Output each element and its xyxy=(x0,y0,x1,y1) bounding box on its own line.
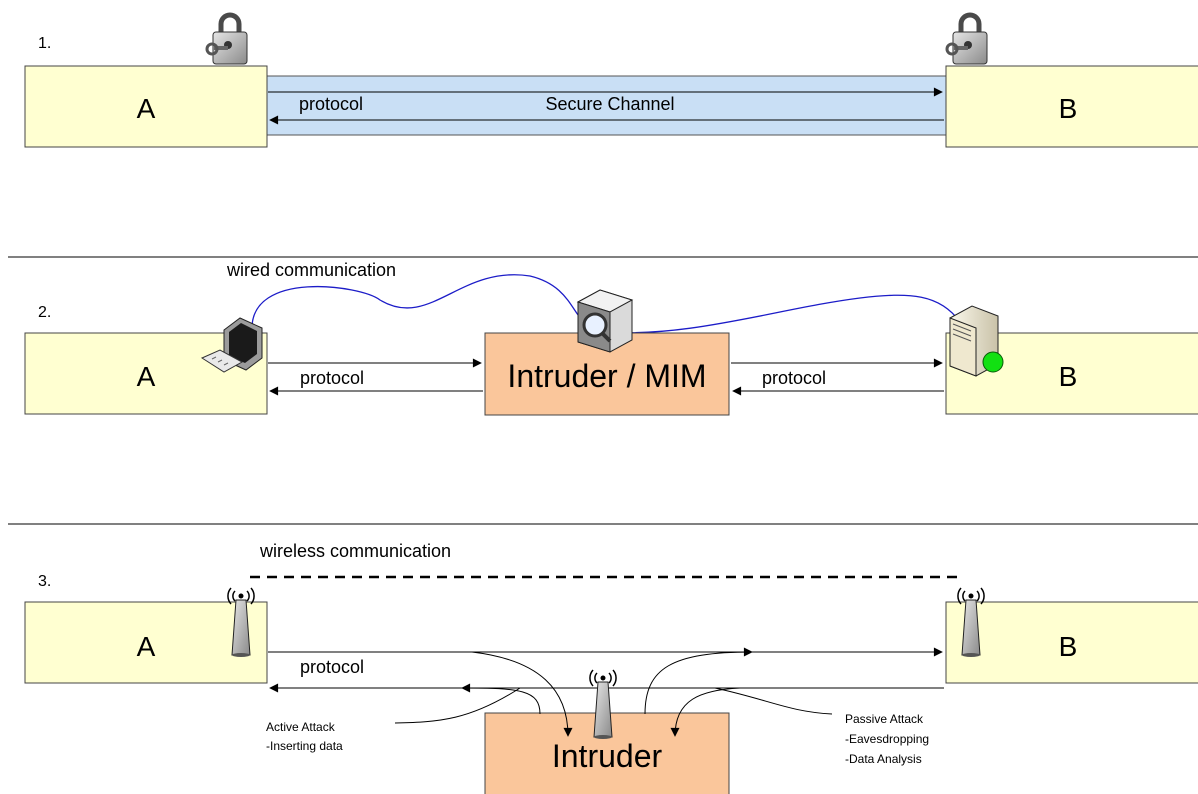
intercept-arrow-from-b xyxy=(670,687,741,737)
passive-attack-title: Passive Attack xyxy=(845,712,924,726)
node-a-label: A xyxy=(137,93,156,124)
protocol-label: protocol xyxy=(299,94,363,114)
node-b xyxy=(945,601,1198,684)
active-attack-callout xyxy=(394,687,521,724)
active-attack-title: Active Attack xyxy=(266,720,336,734)
passive-attack-callout xyxy=(714,687,833,715)
scenario-2-number: 2. xyxy=(38,304,51,321)
workstation-icon xyxy=(200,317,263,373)
secure-channel-label: Secure Channel xyxy=(545,94,674,114)
protocol-label: protocol xyxy=(300,657,364,677)
intruder-label: Intruder xyxy=(552,738,663,774)
node-a-label: A xyxy=(137,361,156,392)
node-b-label: B xyxy=(1059,93,1078,124)
wired-cable xyxy=(251,274,961,334)
server-icon xyxy=(949,305,1004,377)
padlock-icon xyxy=(947,15,987,64)
intercept-arrow-from-a xyxy=(471,651,573,737)
secure-channel-band xyxy=(265,75,947,136)
inject-arrow-to-b xyxy=(644,647,753,715)
node-b xyxy=(945,65,1198,148)
passive-attack-detail-1: -Eavesdropping xyxy=(845,732,929,746)
intruder-mim-label: Intruder / MIM xyxy=(507,358,706,394)
protocol-label-right: protocol xyxy=(762,368,826,388)
scenario-1-number: 1. xyxy=(38,35,51,52)
scenario-1: 1. A B protocol Secure Channel xyxy=(24,15,1198,148)
scenario-2: 2. wired communication A B Intruder / MI… xyxy=(24,260,1198,416)
network-sniffer-icon xyxy=(576,289,634,353)
node-b-label: B xyxy=(1059,361,1078,392)
node-a xyxy=(24,65,268,148)
passive-attack-detail-2: -Data Analysis xyxy=(845,752,922,766)
padlock-icon xyxy=(207,15,247,64)
protocol-label-left: protocol xyxy=(300,368,364,388)
node-a xyxy=(24,601,268,684)
inject-arrow-to-a xyxy=(461,683,541,715)
node-a-label: A xyxy=(137,631,156,662)
active-attack-detail: -Inserting data xyxy=(266,739,343,753)
wired-communication-label: wired communication xyxy=(226,260,396,280)
scenario-3: 3. wireless communication A B Intruder p… xyxy=(24,541,1198,794)
wireless-communication-label: wireless communication xyxy=(259,541,451,561)
node-b-label: B xyxy=(1059,631,1078,662)
scenario-3-number: 3. xyxy=(38,573,51,590)
